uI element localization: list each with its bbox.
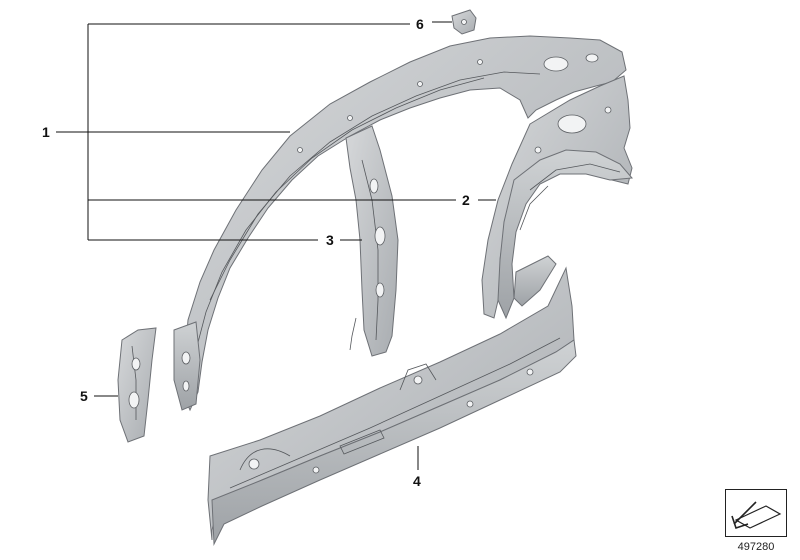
- logo-arrow-icon: [731, 501, 782, 530]
- part-2-wheel-arch-panel: [481, 75, 634, 320]
- callout-2: 2: [462, 192, 470, 208]
- part-3-b-pillar: [345, 125, 399, 357]
- callout-1: 1: [42, 124, 50, 140]
- part-4-side-sill: [207, 266, 577, 546]
- callout-4: 4: [413, 473, 421, 489]
- part-1-side-frame: [173, 35, 627, 412]
- part-5-a-pillar-reinforcement: [117, 327, 157, 443]
- callout-6: 6: [416, 16, 424, 32]
- leader-lines: [56, 21, 496, 470]
- arrow-pointing-to-panel-icon: [725, 489, 787, 537]
- callout-3: 3: [326, 232, 334, 248]
- callout-5: 5: [80, 388, 88, 404]
- diagram-number: 497280: [737, 541, 775, 553]
- part-6-bracket: [451, 9, 477, 35]
